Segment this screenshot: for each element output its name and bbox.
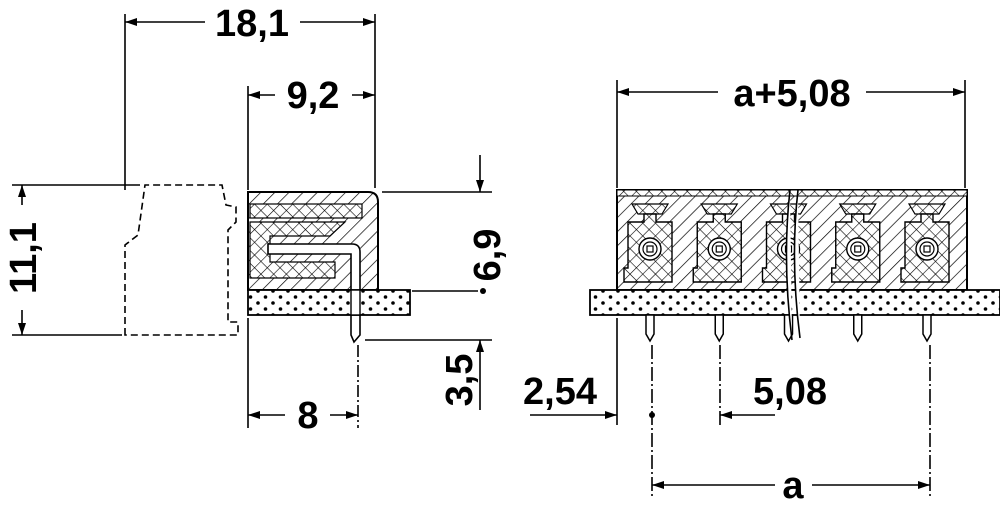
pin bbox=[853, 314, 863, 343]
screw-icon bbox=[707, 237, 731, 261]
screw-icon bbox=[846, 237, 870, 261]
screw-icon bbox=[915, 237, 939, 261]
pcb-section bbox=[247, 289, 411, 316]
pin bbox=[922, 314, 932, 343]
dim-body-height: 6,9 bbox=[467, 229, 509, 282]
dim-overall-depth: 18,1 bbox=[215, 3, 289, 45]
break-line bbox=[785, 189, 801, 341]
pin-bent bbox=[267, 243, 361, 344]
terminal-position bbox=[831, 203, 881, 283]
dim-edge-offset: 2,54 bbox=[523, 371, 597, 413]
pin bbox=[714, 314, 724, 343]
dim-body-depth: 9,2 bbox=[287, 75, 340, 117]
dim-pin-length: 3,5 bbox=[439, 354, 481, 407]
front-view: a+5,08 2,54 5,08 a bbox=[523, 73, 1000, 507]
dim-pin-offset: 8 bbox=[297, 395, 318, 437]
terminal-position bbox=[623, 203, 673, 283]
dim-overall-height: 11,1 bbox=[3, 222, 45, 294]
side-view: 18,1 9,2 11,1 6,9 3,5 8 bbox=[3, 3, 509, 437]
terminal-position bbox=[900, 203, 950, 283]
terminal-position bbox=[692, 203, 742, 283]
dim-overall-length: a+5,08 bbox=[733, 73, 850, 115]
dim-pitch: 5,08 bbox=[753, 371, 827, 413]
terminal-body-section bbox=[247, 191, 379, 344]
plug-outline-dashed bbox=[124, 184, 239, 336]
dim-pin-span: a bbox=[782, 465, 804, 507]
screw-icon bbox=[638, 237, 662, 261]
pin bbox=[645, 314, 655, 343]
